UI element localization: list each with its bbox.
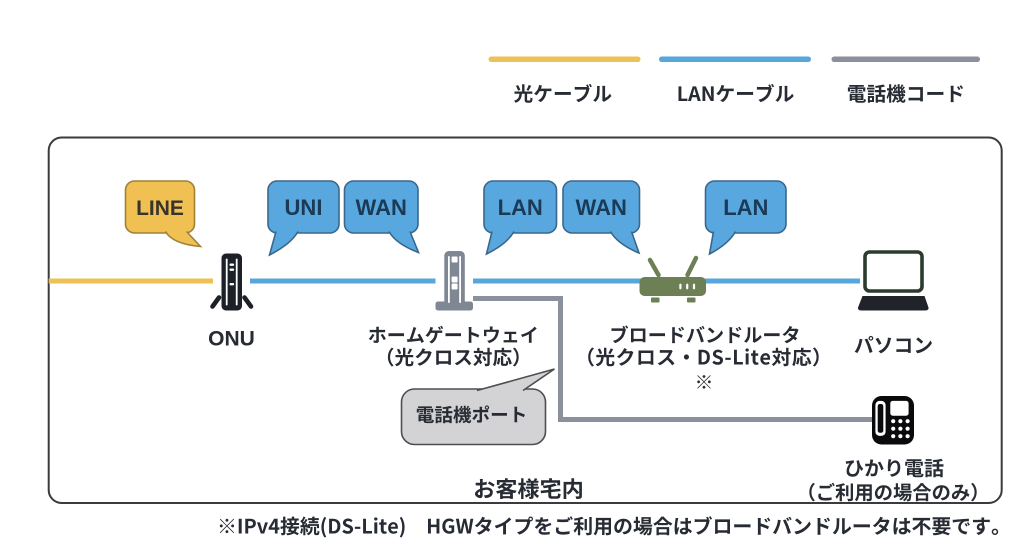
- svg-text:LINE: LINE: [136, 197, 184, 220]
- svg-text:LAN: LAN: [498, 195, 543, 220]
- svg-text:WAN: WAN: [356, 195, 407, 220]
- svg-text:ONU: ONU: [208, 328, 255, 351]
- svg-text:LAN: LAN: [723, 195, 768, 220]
- svg-text:WAN: WAN: [576, 195, 627, 220]
- svg-text:UNI: UNI: [285, 195, 323, 220]
